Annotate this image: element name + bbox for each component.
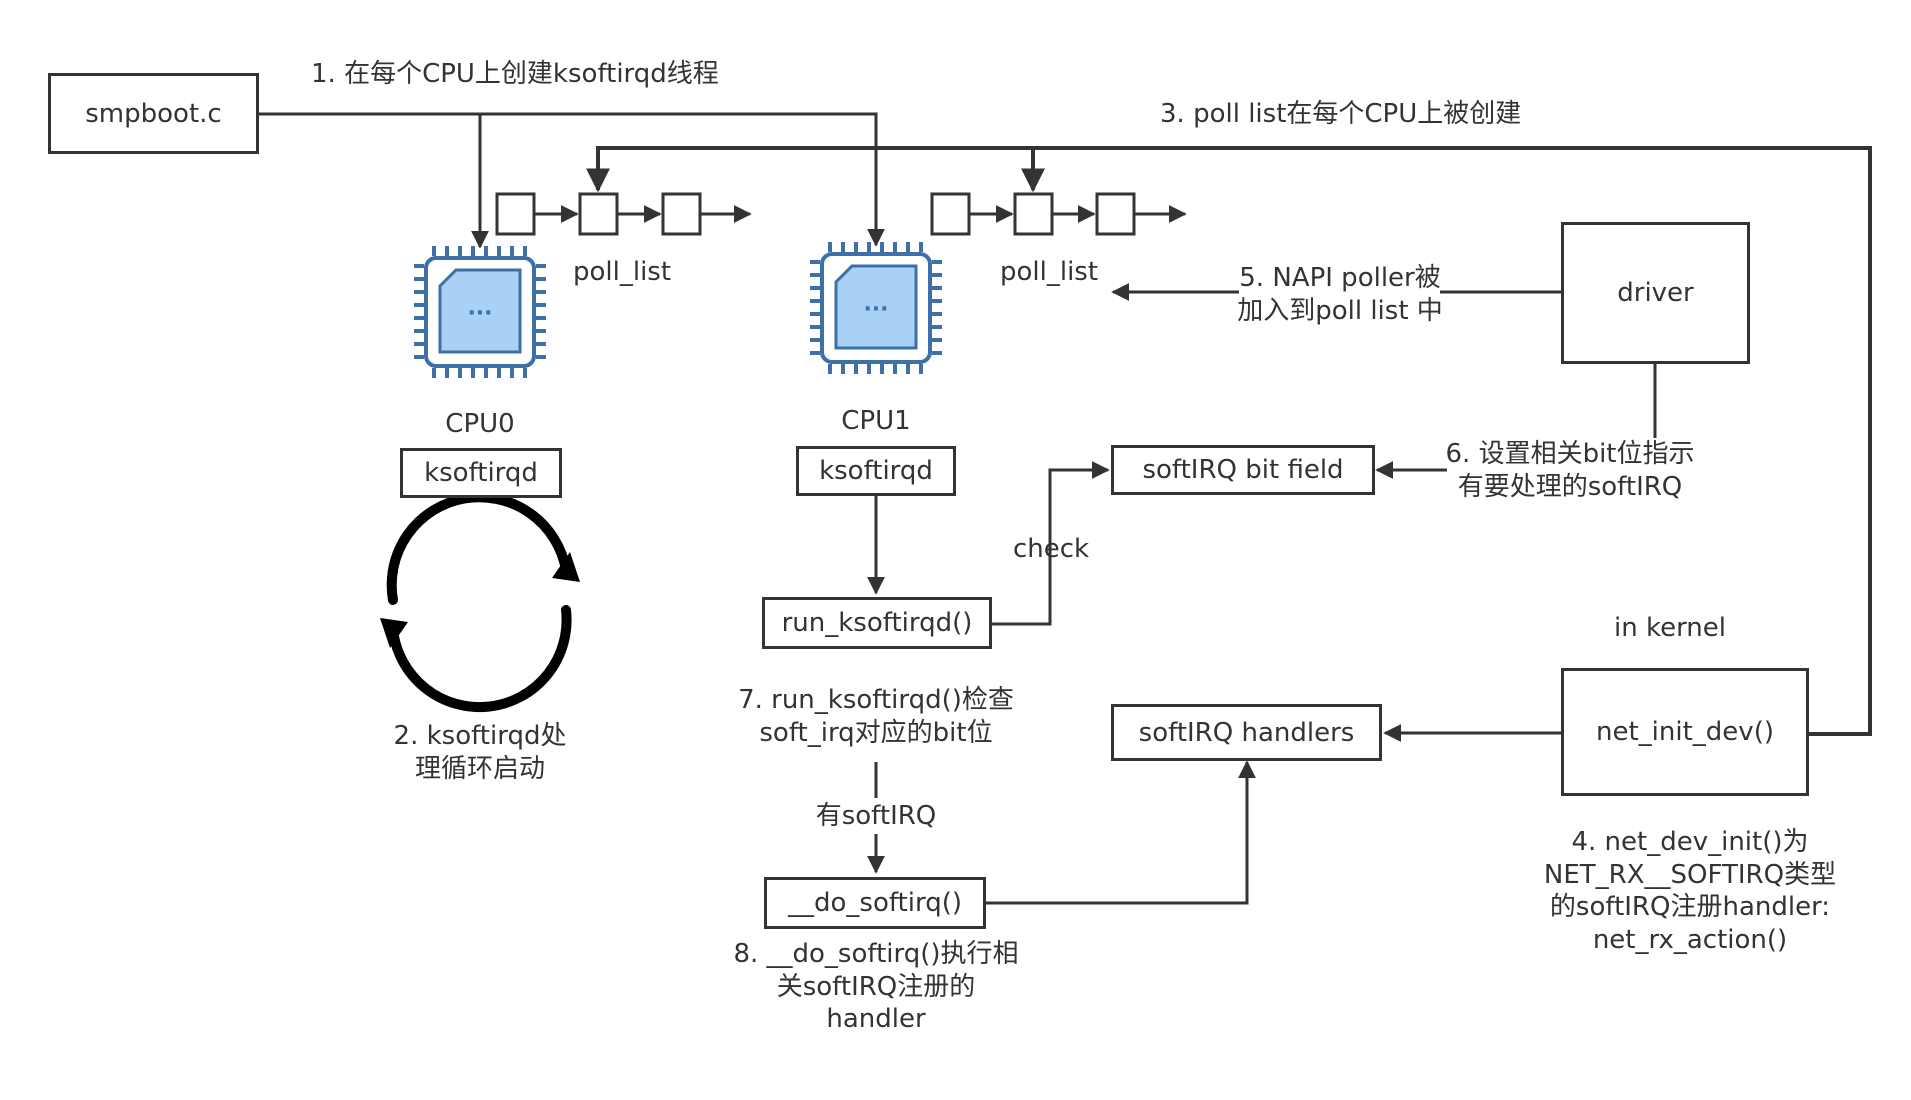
cpu-chip-icon	[810, 242, 942, 374]
refresh-cycle-icon	[380, 492, 580, 713]
step8-label: 8. __do_softirq()执行相 关softIRQ注册的 handler	[733, 939, 1019, 1034]
step2-label: 2. ksoftirqd处 理循环启动	[393, 721, 567, 784]
poll-list-label-cpu0: poll_list	[573, 257, 672, 287]
has-softirq-label: 有softIRQ	[796, 800, 956, 833]
run-ksoftirqd-box: run_ksoftirqd()	[762, 597, 992, 649]
step3-label: 3. poll list在每个CPU上被创建	[1160, 99, 1522, 129]
in-kernel-label: in kernel	[1613, 613, 1727, 643]
poll-list-cpu0	[495, 192, 752, 236]
connector-poll-list-creation	[586, 146, 1872, 736]
connector-smpboot-to-cpus	[257, 112, 885, 249]
step5-label: 5. NAPI poller被 加入到poll list 中	[1237, 263, 1443, 326]
chip-dots: ···	[467, 301, 492, 326]
chip-dots: ···	[863, 297, 888, 322]
cpu-chip-icon	[414, 246, 546, 378]
cpu0-label: CPU0	[445, 409, 515, 439]
poll-list-label-cpu1: poll_list	[1000, 257, 1099, 287]
connector-check	[990, 461, 1110, 626]
ksoftirqd-box-cpu1: ksoftirqd	[796, 446, 956, 496]
cpu1-label: CPU1	[841, 406, 911, 436]
poll-list-cpu1	[930, 192, 1187, 236]
softirq-bit-field-box: softIRQ bit field	[1111, 445, 1375, 495]
step6-label: 6. 设置相关bit位指示 有要处理的softIRQ	[1445, 439, 1695, 502]
check-label: check	[1012, 534, 1090, 564]
step4-label: 4. net_dev_init()为 NET_RX__SOFTIRQ类型 的so…	[1543, 827, 1837, 955]
ksoftirqd-box-cpu0: ksoftirqd	[400, 448, 562, 498]
connector-do-softirq-to-handlers	[984, 760, 1256, 905]
driver-box: driver	[1561, 222, 1750, 364]
smpboot-box: smpboot.c	[48, 73, 259, 154]
softirq-handlers-box: softIRQ handlers	[1111, 704, 1382, 761]
do-softirq-box: __do_softirq()	[764, 877, 986, 929]
step1-label: 1. 在每个CPU上创建ksoftirqd线程	[311, 59, 719, 89]
step7-label: 7. run_ksoftirqd()检查 soft_irq对应的bit位	[738, 685, 1014, 748]
net-init-dev-box: net_init_dev()	[1561, 668, 1809, 796]
